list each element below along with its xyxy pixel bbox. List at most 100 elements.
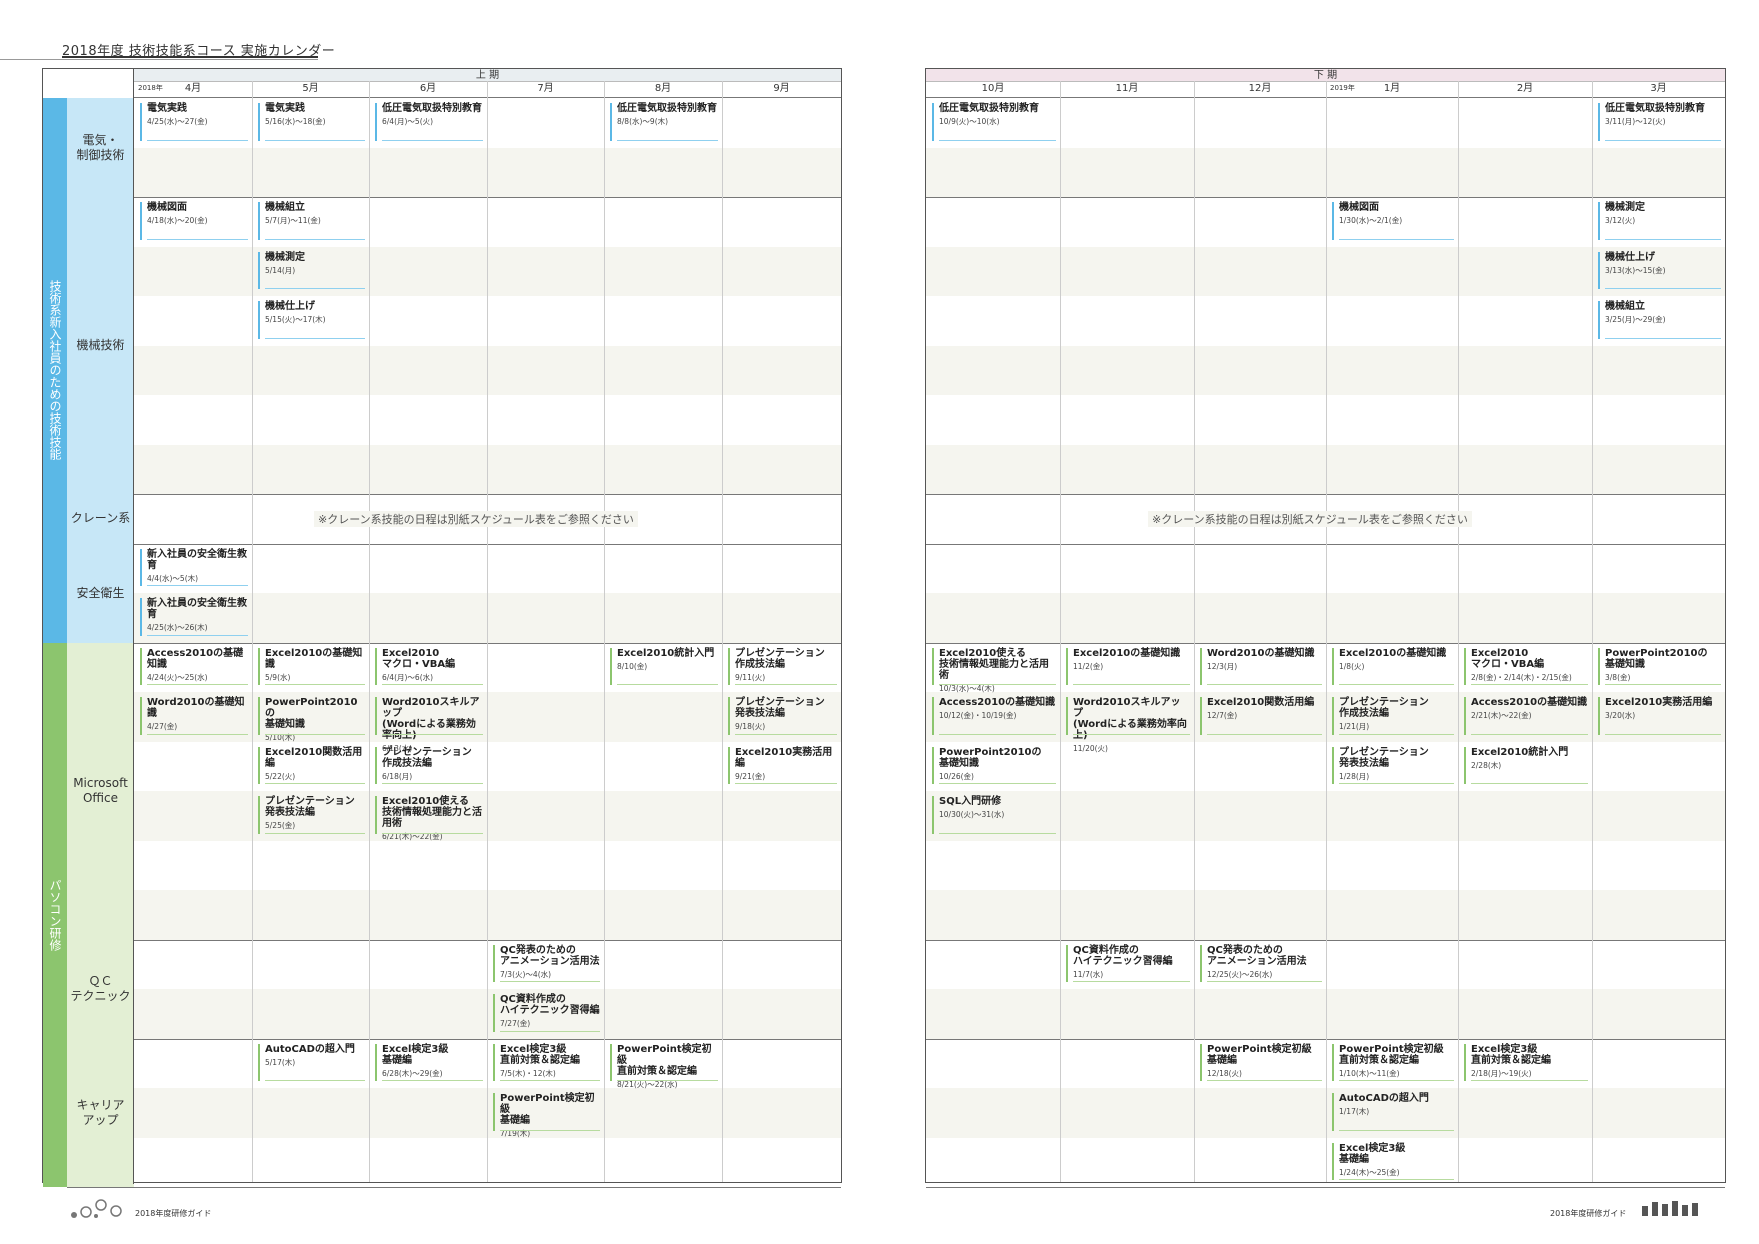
- course-underline: [1339, 238, 1454, 240]
- course-entry: Word2010スキルアップ (Wordによる業務効率向上)6/13(水): [375, 697, 483, 753]
- course-name: Excel検定3級 直前対策＆認定編: [1471, 1043, 1551, 1066]
- course-name: Excel2010の基礎知識: [1073, 647, 1181, 659]
- course-underline: [939, 783, 1056, 784]
- course-date: 11/20(火): [1073, 744, 1108, 753]
- group-rule: [67, 1187, 841, 1188]
- group-rule: [67, 494, 841, 495]
- course-date: 10/30(火)〜31(水): [939, 810, 1005, 819]
- course-underline: [1207, 1080, 1322, 1081]
- course-entry: SQL入門研修 10/30(火)〜31(水): [932, 796, 1056, 834]
- shaded-row: [926, 791, 1725, 841]
- course-underline: [382, 684, 483, 685]
- group-rule: [67, 642, 841, 644]
- course-underline: [1605, 337, 1721, 339]
- course-date: 1/28(月): [1339, 771, 1370, 781]
- group-rule: [67, 543, 841, 545]
- course-underline: [500, 1030, 600, 1032]
- course-name: 低圧電気取扱特別教育: [939, 103, 1039, 114]
- course-name: プレゼンテーション 発表技法編: [735, 697, 825, 719]
- course-date: 6/4(月)〜5(火): [382, 117, 434, 126]
- course-underline: [1339, 1179, 1454, 1180]
- course-underline: [147, 139, 248, 141]
- course-date: 1/21(月): [1339, 722, 1370, 731]
- course-underline: [265, 832, 365, 834]
- month-divider: [1194, 81, 1195, 1182]
- course-date: 5/9(水): [265, 672, 291, 682]
- course-date: 3/13(水)〜15(金): [1605, 265, 1666, 275]
- course-name: Access2010の基礎知識: [939, 697, 1056, 708]
- header-rule: [926, 97, 1725, 98]
- month-header: 6月: [419, 83, 437, 94]
- course-name: Excel2010の基礎知識: [265, 647, 363, 670]
- group-rule: [67, 1038, 841, 1040]
- course-date: 2/8(金)・2/14(木)・2/15(金): [1471, 672, 1572, 682]
- subcategory-ms: Microsoft Office: [67, 642, 134, 940]
- course-underline: [265, 288, 365, 289]
- month-divider: [604, 81, 605, 1182]
- course-underline: [147, 634, 248, 636]
- course-name: 電気実践: [147, 103, 187, 114]
- course-name: PowerPoint検定初級 基礎編: [1207, 1043, 1312, 1066]
- course-underline: [265, 238, 365, 240]
- course-entry: PowerPoint検定初級 基礎編 7/19(木): [493, 1093, 600, 1138]
- group-rule: [926, 1187, 1725, 1188]
- course-name: 機械測定: [265, 251, 305, 263]
- course-underline: [617, 139, 718, 141]
- course-underline: [147, 585, 248, 586]
- month-header: 2月: [1516, 83, 1534, 94]
- page-title: 2018年度 技術技能系コース 実施カレンダー: [62, 44, 336, 59]
- course-underline: [382, 733, 483, 735]
- course-name: Excel2010関数活用編: [1207, 697, 1315, 708]
- course-name: 機械仕上げ: [265, 301, 315, 312]
- shaded-row: [926, 345, 1725, 395]
- month-header: 10月: [981, 83, 1005, 94]
- footer-left-logo: [71, 1199, 122, 1218]
- course-name: 電気実践: [265, 103, 305, 114]
- crane-note: ※クレーン系技能の日程は別紙スケジュール表をご参照ください: [314, 511, 638, 527]
- course-name: 低圧電気取扱特別教育: [1605, 103, 1705, 114]
- course-date: 12/3(月): [1207, 661, 1238, 671]
- course-name: Word2010の基礎知識: [147, 697, 245, 719]
- course-date: 7/19(木): [500, 1129, 531, 1138]
- course-date: 2/28(木): [1471, 760, 1502, 770]
- course-name: SQL入門研修: [939, 796, 1002, 807]
- month-header: 7月: [537, 83, 554, 94]
- month-divider: [722, 81, 723, 1182]
- course-name: PowerPoint検定初級 基礎編: [500, 1093, 595, 1126]
- course-name: Excel2010使える 技術情報処理能力と活用術: [939, 647, 1049, 681]
- course-date: 3/12(火): [1605, 216, 1636, 225]
- course-name: Excel2010の基礎知識: [1339, 647, 1447, 659]
- course-date: 11/7(水): [1073, 969, 1104, 979]
- course-name: 低圧電気取扱特別教育: [617, 103, 717, 114]
- course-date: 9/21(金): [735, 771, 766, 781]
- course-name: AutoCADの超入門: [265, 1043, 355, 1055]
- course-date: 3/8(金): [1605, 672, 1631, 682]
- course-date: 3/20(水): [1605, 711, 1636, 720]
- month-header: 3月: [1650, 83, 1667, 94]
- course-date: 1/10(木)〜11(金): [1339, 1068, 1400, 1078]
- shaded-row: [926, 147, 1725, 197]
- course-name: 機械図面: [147, 202, 187, 213]
- group-rule: [926, 939, 1725, 941]
- course-underline: [735, 733, 837, 735]
- course-date: 1/17(木): [1339, 1107, 1370, 1116]
